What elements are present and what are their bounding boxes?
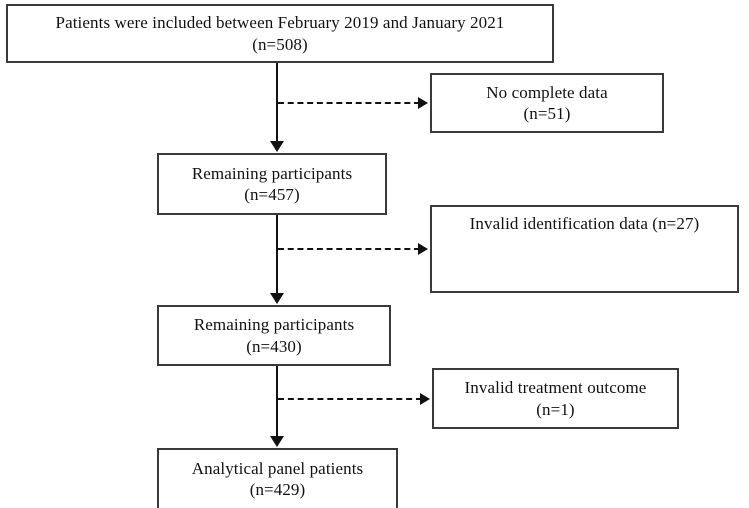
node-remaining-participants-457: Remaining participants (n=457)	[157, 153, 387, 215]
arrow-down-icon-trunk-1	[270, 141, 284, 152]
node-no-complete-data: No complete data (n=51)	[430, 73, 664, 133]
node-enrolled-patients-line2: (n=508)	[252, 34, 308, 54]
node-enrolled-patients-line1: Patients were included between February …	[55, 13, 505, 33]
node-remaining-participants-457-line1: Remaining participants	[191, 163, 353, 183]
connector-branch-3	[278, 398, 422, 400]
connector-branch-2	[278, 248, 420, 250]
node-invalid-identification-data: Invalid identification data (n=27)	[430, 205, 739, 293]
node-invalid-treatment-outcome: Invalid treatment outcome (n=1)	[432, 368, 679, 429]
node-analytical-panel-patients-line2: (n=429)	[249, 480, 306, 499]
node-enrolled-patients: Patients were included between February …	[6, 4, 554, 63]
node-invalid-identification-data-line1: Invalid identification data (n=27)	[469, 214, 700, 233]
connector-branch-1	[278, 102, 420, 104]
node-remaining-participants-457-line2: (n=457)	[244, 185, 300, 204]
node-no-complete-data-line2: (n=51)	[523, 104, 571, 123]
arrow-down-icon-trunk-2	[270, 293, 284, 304]
connector-trunk-3	[276, 366, 278, 438]
node-remaining-participants-430-line2: (n=430)	[246, 336, 302, 356]
node-remaining-participants-430-line1: Remaining participants	[193, 315, 355, 335]
node-analytical-panel-patients: Analytical panel patients (n=429)	[157, 448, 398, 508]
node-remaining-participants-430: Remaining participants (n=430)	[157, 305, 391, 366]
arrow-right-icon-branch-1	[418, 97, 428, 109]
connector-trunk-1	[276, 63, 278, 143]
node-no-complete-data-line1: No complete data	[486, 82, 608, 102]
node-analytical-panel-patients-line1: Analytical panel patients	[191, 458, 364, 478]
node-invalid-treatment-outcome-line1: Invalid treatment outcome	[464, 378, 647, 398]
arrow-right-icon-branch-2	[418, 243, 428, 255]
connector-trunk-2	[276, 215, 278, 295]
arrow-right-icon-branch-3	[420, 393, 430, 405]
node-invalid-treatment-outcome-line2: (n=1)	[536, 399, 575, 419]
arrow-down-icon-trunk-3	[270, 436, 284, 447]
